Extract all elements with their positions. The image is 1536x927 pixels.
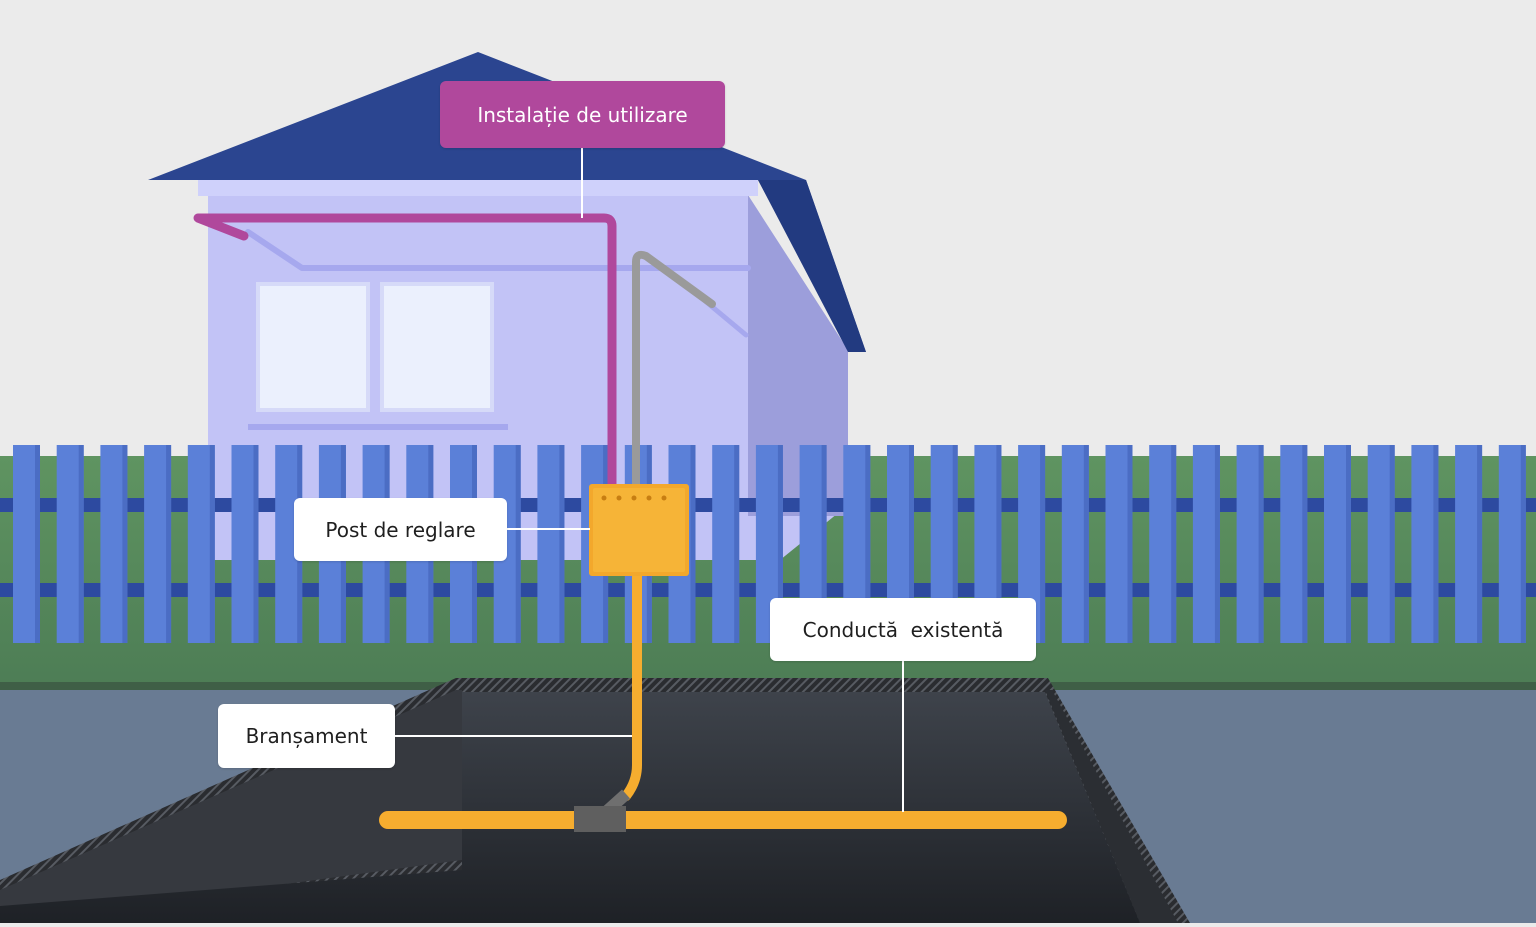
fence-picket-shade	[78, 445, 84, 643]
house-gutter	[198, 178, 758, 196]
fence-picket-shade	[952, 445, 958, 643]
fence-picket-shade	[1433, 445, 1439, 643]
label-instalatie-de-utilizare: Instalație de utilizare	[440, 81, 725, 148]
fence-picket-shade	[35, 445, 40, 643]
fence-picket-shade	[734, 445, 740, 643]
fence-picket-shade	[1346, 445, 1351, 643]
vent-pipe	[632, 250, 716, 494]
house-wall-trim	[245, 229, 751, 271]
fence-picket-shade	[865, 445, 871, 643]
fence-picket-shade	[1214, 445, 1220, 643]
label-bransament: Branșament	[218, 704, 395, 768]
label-conducta-existenta: Conductă existentă	[770, 598, 1036, 661]
service-pipe	[621, 571, 642, 801]
main-pipe-coupling	[574, 806, 626, 832]
fence-picket-shade	[777, 445, 783, 643]
trench-right-wall	[1045, 690, 1178, 923]
fence-picket-shade	[1520, 445, 1526, 643]
fence-picket-shade	[559, 445, 565, 643]
fence-picket-shade	[253, 445, 259, 643]
trench	[0, 692, 1140, 923]
fence-picket-shade	[122, 445, 128, 643]
fence-picket-shade	[515, 445, 521, 643]
fence-picket-shade	[1258, 445, 1264, 643]
label-post-de-reglare: Post de reglare	[294, 498, 507, 561]
house-roof-side	[758, 180, 866, 352]
fence-pickets	[13, 445, 1526, 643]
window-right	[380, 282, 494, 412]
fence-picket-shade	[1389, 445, 1395, 643]
fence-picket-shade	[1040, 445, 1046, 643]
window-left	[256, 282, 370, 412]
installation-pipe	[198, 213, 617, 490]
window-sill	[248, 424, 508, 430]
fence-picket-shade	[1171, 445, 1177, 643]
fence-picket-shade	[1477, 445, 1483, 643]
fence-picket-shade	[1302, 445, 1308, 643]
fence-picket-shade	[996, 445, 1002, 643]
house-side-wall	[748, 195, 848, 505]
house-roof	[148, 52, 866, 352]
fence-picket-shade	[821, 445, 827, 643]
fence-picket-shade	[909, 445, 914, 643]
fence-picket-shade	[1127, 445, 1133, 643]
regulator-box	[589, 484, 689, 576]
fence-picket-shade	[1083, 445, 1089, 643]
fence-picket-shade	[166, 445, 172, 643]
installation-pipe-end	[193, 213, 249, 241]
fence-picket-shade	[209, 445, 215, 643]
fence-picket-shade	[690, 445, 696, 643]
